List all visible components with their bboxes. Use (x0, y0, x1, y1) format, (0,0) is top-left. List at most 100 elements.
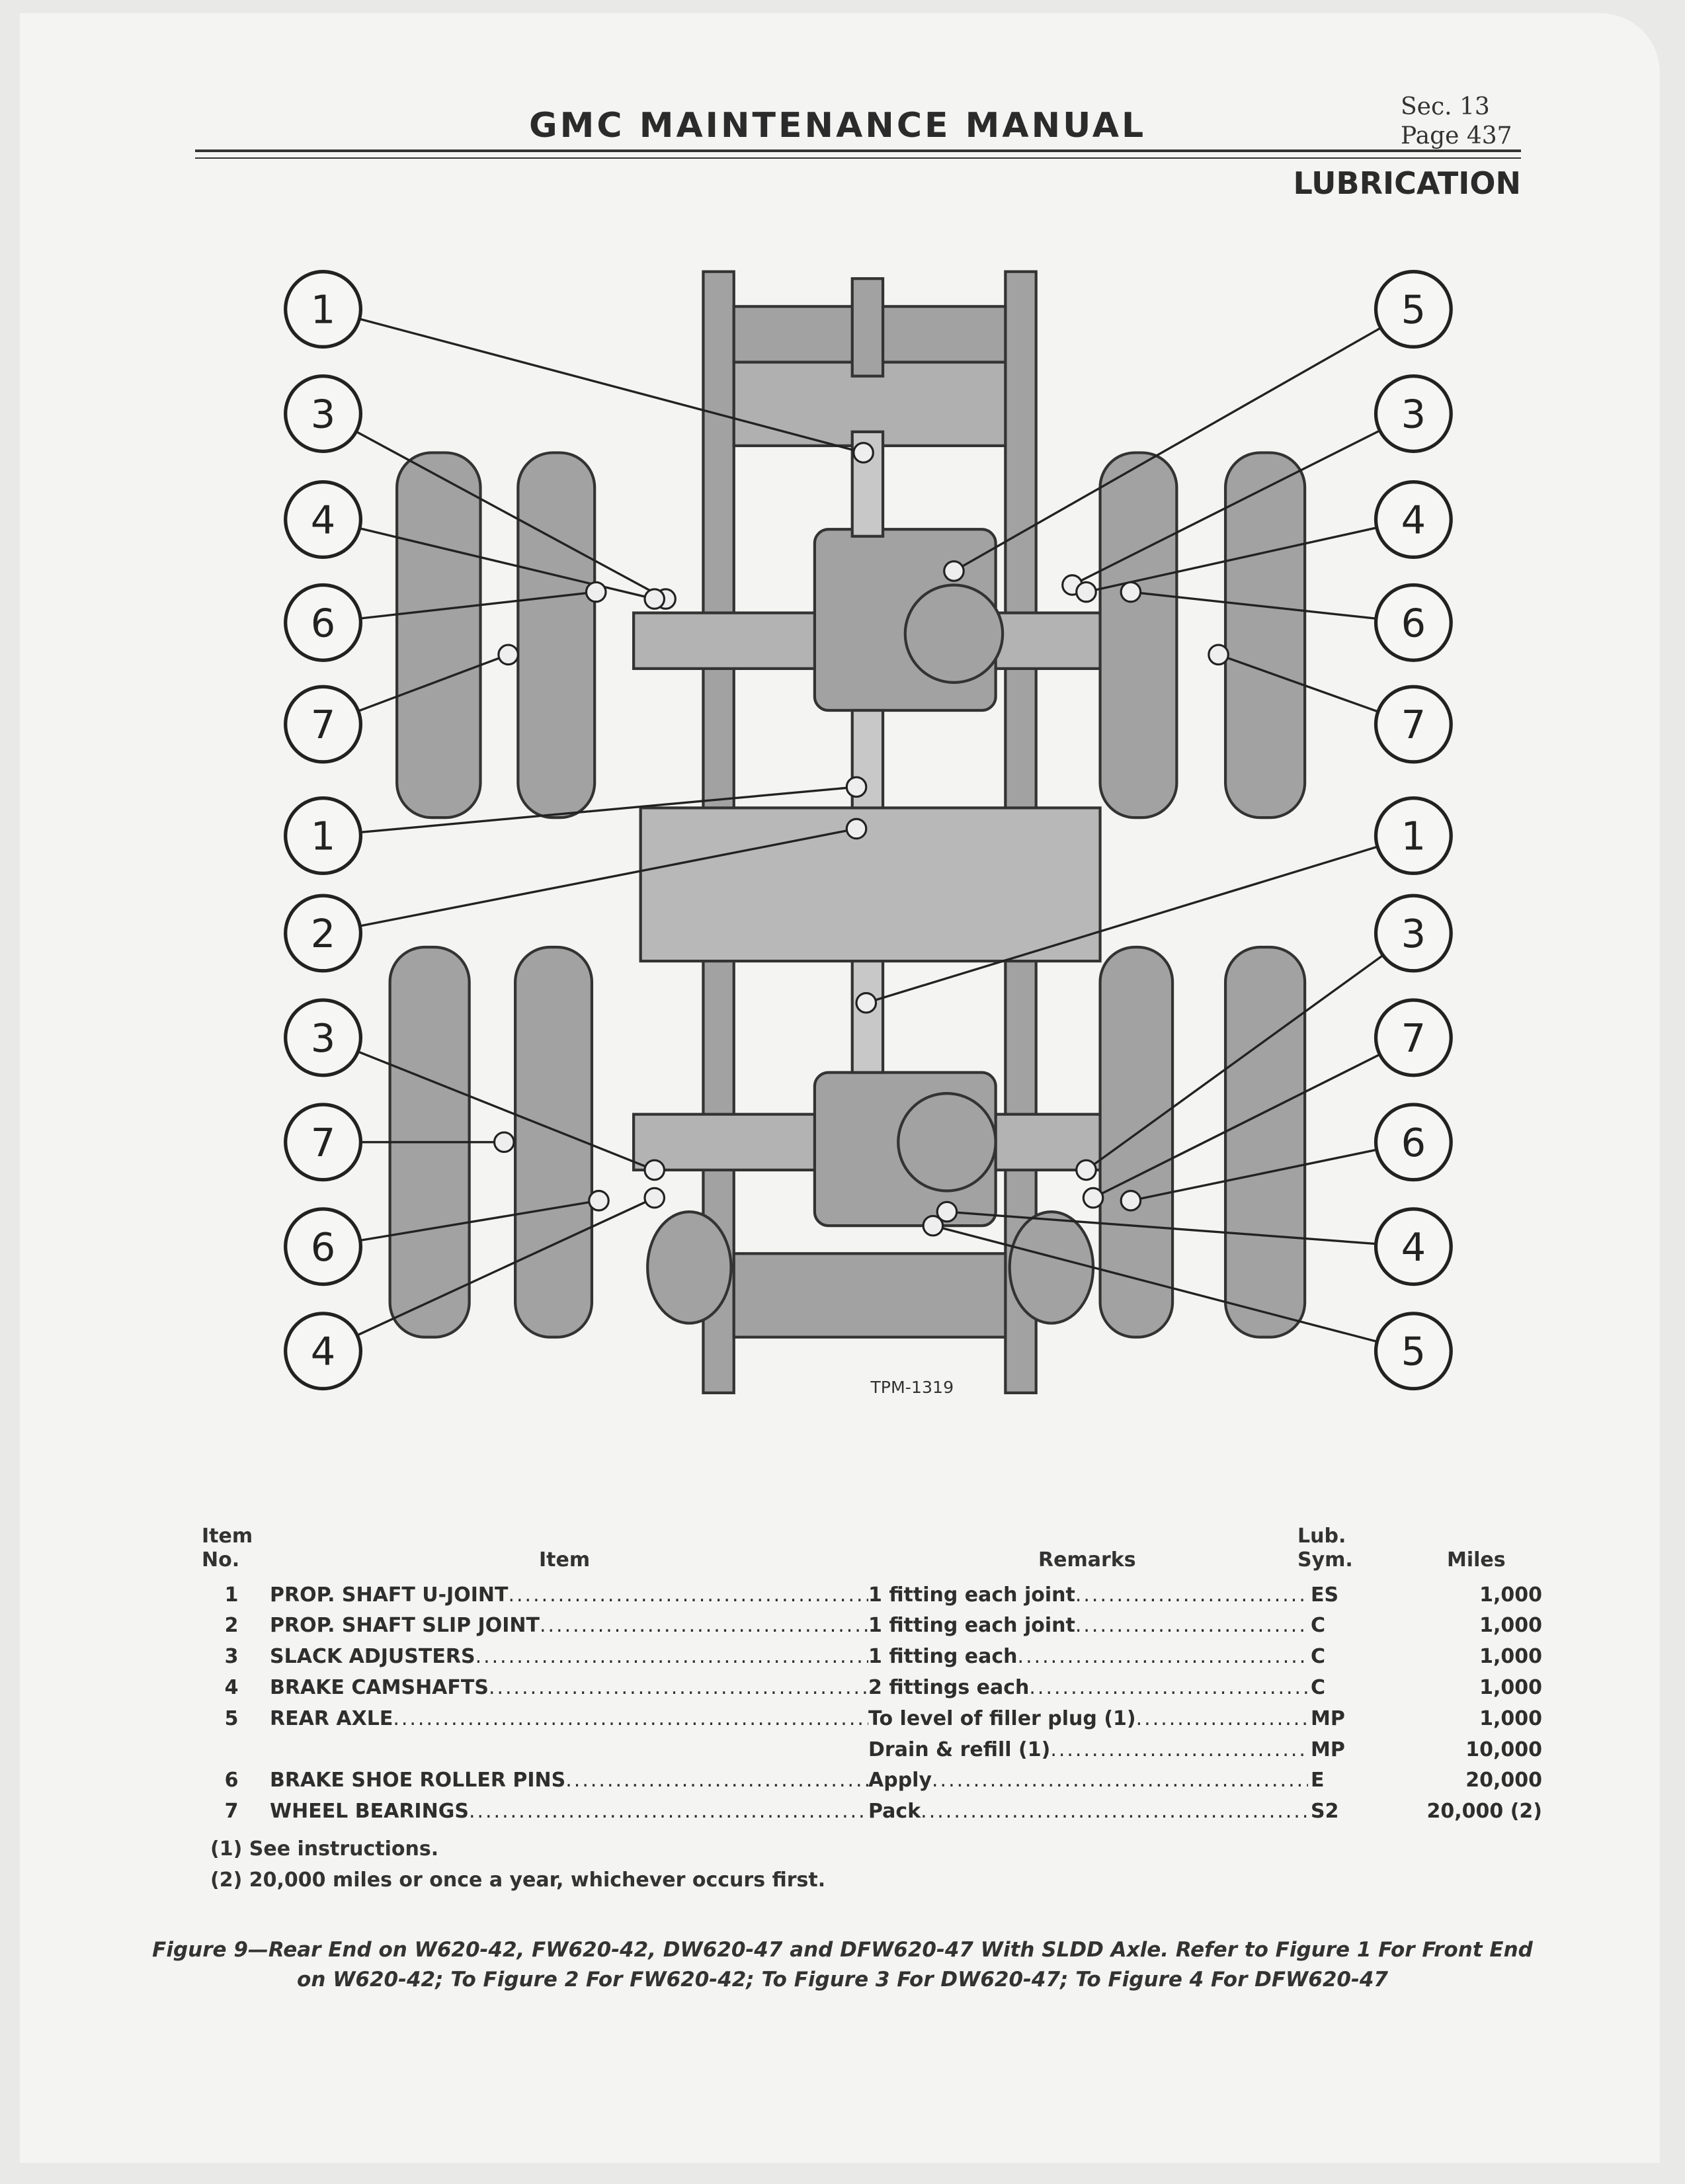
leader-line (1071, 429, 1381, 586)
callout-circle (284, 480, 363, 560)
callout-number: 2 (311, 911, 336, 956)
front-differential-cover (903, 583, 1005, 685)
callout-circle (1374, 685, 1453, 764)
callout-circle (284, 894, 363, 973)
callout-number: 5 (1401, 1329, 1426, 1374)
callout-circle (284, 270, 363, 349)
item-name: PROP. SHAFT SLIP JOINT (270, 1614, 540, 1638)
dot-leader (469, 1800, 868, 1823)
rear-differential-cover (897, 1092, 997, 1193)
item-name: PROP. SHAFT U-JOINT (270, 1583, 509, 1607)
callout-number: 6 (1401, 600, 1426, 646)
remarks-text: 1 fitting each joint (868, 1614, 1075, 1638)
lube-point-marker (1120, 581, 1142, 603)
lube-point-marker (493, 1131, 515, 1154)
callout-circle (284, 685, 363, 764)
figure-caption-line1: Figure 9—Rear End on W620-42, FW620-42, … (152, 1938, 1533, 1962)
callout-circle (1374, 796, 1453, 876)
item-cell: SLACK ADJUSTERS (270, 1645, 868, 1668)
item-name: WHEEL BEARINGS (270, 1800, 469, 1824)
dot-leader (921, 1800, 1308, 1823)
miles-cell: 1,000 (1390, 1645, 1542, 1668)
lub-symbol: C (1311, 1614, 1326, 1638)
leader-line (358, 653, 509, 712)
dot-leader (1075, 1583, 1308, 1607)
remarks-text: Pack (868, 1800, 921, 1824)
wheel (1223, 451, 1307, 819)
miles-cell: 10,000 (1390, 1738, 1542, 1761)
leader-line (1130, 591, 1377, 620)
leader-line (1130, 1148, 1377, 1202)
lube-point-marker (922, 1214, 944, 1237)
section-number: Sec. 13 (1401, 93, 1490, 120)
dot-leader (1018, 1645, 1308, 1668)
header-item-no-line1: Item (202, 1525, 253, 1548)
lube-point-marker (643, 1159, 666, 1181)
lube-point-marker (643, 588, 666, 610)
lube-point-marker (643, 1187, 666, 1209)
leader-line (356, 1197, 655, 1337)
figure-caption-line2: on W620-42; To Figure 2 For FW620-42; To… (297, 1968, 1388, 1992)
leader-line (360, 786, 857, 834)
callout-number: 7 (1401, 1015, 1426, 1061)
remarks-cell: Pack (868, 1800, 1308, 1823)
remarks-cell: Drain & refill (1) (868, 1738, 1308, 1761)
remarks-cell: 1 fitting each joint (868, 1614, 1308, 1637)
leader-line (1086, 526, 1377, 593)
item-name: REAR AXLE (270, 1706, 393, 1730)
crossmember-bracket (850, 277, 885, 378)
miles-value: 1,000 (1479, 1675, 1542, 1699)
wheel (514, 945, 594, 1339)
callout-number: 4 (311, 497, 336, 543)
callout-number: 6 (311, 600, 336, 646)
page-number: Page 437 (1401, 122, 1512, 149)
lub-symbol: MP (1311, 1738, 1345, 1761)
footnote-1: (1) See instructions. (210, 1837, 439, 1861)
miles-value: 1,000 (1479, 1583, 1542, 1607)
lube-point-marker (1208, 644, 1229, 666)
lube-point-marker (845, 776, 868, 798)
miles-cell: 1,000 (1390, 1583, 1542, 1607)
callout-circle (1374, 583, 1453, 662)
callout-circle (284, 374, 363, 453)
header-sym-line2: Sym. (1297, 1548, 1353, 1572)
lube-point-marker (943, 560, 965, 582)
leader-line (355, 431, 667, 601)
lube-point-marker (1075, 1159, 1097, 1181)
remarks-cell: 1 fitting each (868, 1645, 1308, 1668)
item-cell: WHEEL BEARINGS (270, 1800, 868, 1823)
wheel (1098, 945, 1174, 1339)
callout-circle (284, 1312, 363, 1391)
wheel (1098, 451, 1178, 819)
callout-circle (1374, 1312, 1453, 1391)
callout-circle (1374, 998, 1453, 1077)
item-number: 3 (224, 1645, 239, 1669)
remarks-text: 1 fitting each joint (868, 1583, 1075, 1607)
spring-hanger (646, 1210, 733, 1325)
callout-circle (284, 1103, 363, 1182)
header-item: Item (539, 1548, 591, 1572)
header-sym-line1: Lub. (1297, 1525, 1346, 1548)
callout-number: 6 (311, 1224, 336, 1270)
dot-leader (508, 1583, 868, 1607)
tandem-bogie (639, 806, 1102, 963)
item-number: 2 (224, 1614, 239, 1638)
miles-note: (2) (1510, 1800, 1542, 1824)
item-number: 5 (224, 1706, 239, 1730)
lube-point-marker (585, 581, 607, 603)
callout-number: 6 (1401, 1120, 1426, 1165)
remarks-text: 2 fittings each (868, 1675, 1030, 1699)
miles-value: 20,000 (1465, 1769, 1542, 1792)
header-rule (195, 149, 1521, 152)
dot-leader (1050, 1738, 1308, 1761)
remarks-text: 1 fitting each (868, 1645, 1018, 1669)
miles-cell: 1,000 (1390, 1707, 1542, 1730)
callout-number: 1 (311, 287, 336, 333)
dot-leader (1075, 1614, 1308, 1637)
lube-point-marker (497, 644, 519, 666)
leader-line (1217, 653, 1379, 713)
